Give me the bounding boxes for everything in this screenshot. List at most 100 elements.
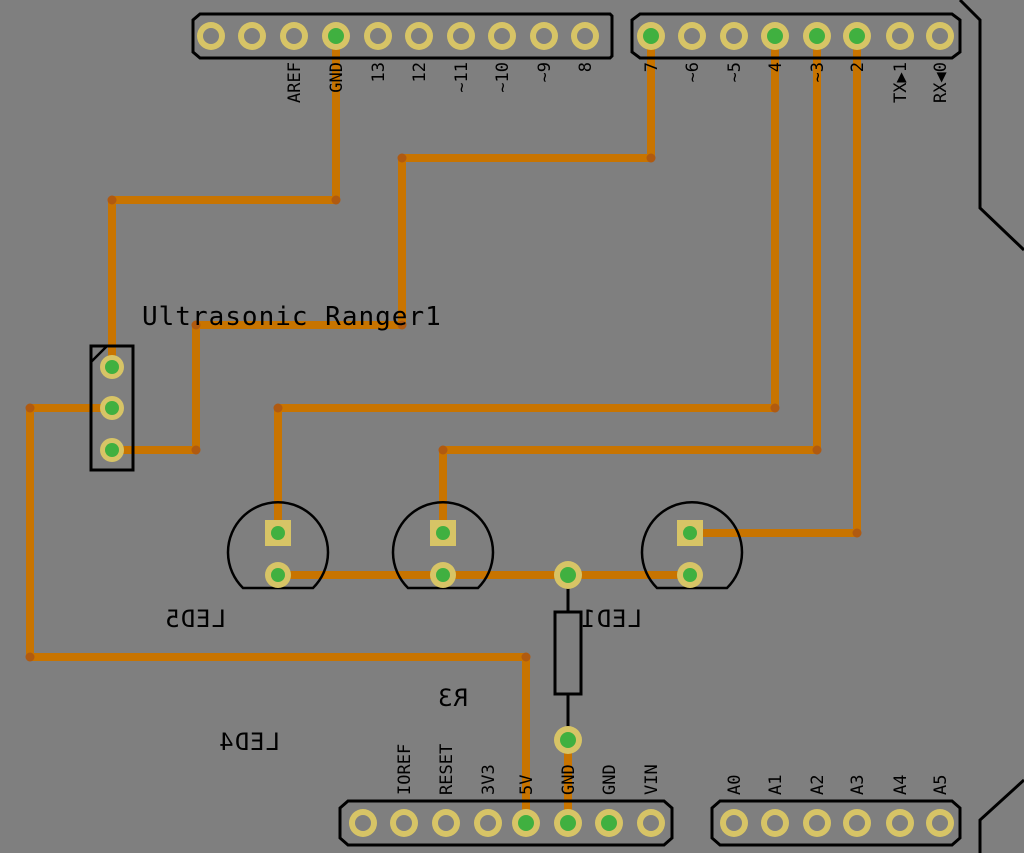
led-middle-outline xyxy=(391,501,495,590)
header-top-left-outline xyxy=(191,12,614,60)
header-bottom-power-labels: IOREF RESET 3V3 5V GND GND VIN xyxy=(395,744,662,795)
pin-label: 13 xyxy=(369,62,389,82)
led-left xyxy=(226,501,330,590)
header-bottom-analog-outline xyxy=(710,799,962,847)
header-pin xyxy=(571,22,599,50)
header-pin xyxy=(595,809,623,837)
pin-label: ~6 xyxy=(683,62,703,82)
pin-label: 2 xyxy=(848,62,868,72)
header-top-right-labels: 7 ~6 ~5 4 ~3 2 TX▶1 RX◀0 xyxy=(642,62,951,103)
pin-label: RX◀0 xyxy=(931,62,951,103)
ultrasonic-sensor xyxy=(89,344,135,472)
header-pin xyxy=(280,22,308,50)
header-pin xyxy=(432,809,460,837)
sensor-pad xyxy=(100,355,124,379)
header-top-left-pins xyxy=(197,22,599,50)
pin-label: 4 xyxy=(766,62,786,72)
pin-label: 5V xyxy=(517,775,537,795)
board-outline-lower xyxy=(978,778,1024,853)
board-title: Ultrasonic Ranger1 xyxy=(142,302,442,332)
header-pin xyxy=(447,22,475,50)
header-pin xyxy=(390,809,418,837)
header-pin xyxy=(843,22,871,50)
r3-label: R3 xyxy=(437,684,468,712)
pin-label: GND xyxy=(600,764,620,795)
header-pin xyxy=(761,22,789,50)
pin-label: ~3 xyxy=(808,62,828,82)
led-middle xyxy=(391,501,495,590)
pin-label: A5 xyxy=(931,775,951,795)
pin-label: ~9 xyxy=(535,62,555,82)
header-pin xyxy=(322,22,350,50)
resistor-pad-top xyxy=(554,561,582,589)
board-outline xyxy=(958,0,1024,252)
sensor-pad xyxy=(100,396,124,420)
pin-label: 7 xyxy=(642,62,662,72)
header-pin xyxy=(720,22,748,50)
header-pin xyxy=(886,22,914,50)
sensor-pin1-marker xyxy=(90,345,108,363)
resistor xyxy=(553,561,583,754)
header-pin xyxy=(637,809,665,837)
pin-label: 8 xyxy=(576,62,596,72)
header-bottom-analog xyxy=(710,799,962,847)
trace-gnd-sensor xyxy=(108,32,340,371)
header-pin xyxy=(926,22,954,50)
pin-label: A0 xyxy=(725,775,745,795)
pin-label: IOREF xyxy=(395,744,415,795)
header-pin xyxy=(530,22,558,50)
led-middle-cathode-pad xyxy=(430,562,456,588)
pin-label: RESET xyxy=(437,744,457,795)
header-bottom-power xyxy=(338,799,674,847)
header-top-left xyxy=(191,12,614,60)
led-right xyxy=(640,501,744,590)
header-bottom-power-outline xyxy=(338,799,674,847)
header-pin xyxy=(720,809,748,837)
led-left-outline xyxy=(226,501,330,590)
trace-d3-led4 xyxy=(439,32,821,537)
trace-bends xyxy=(25,153,862,662)
header-pin xyxy=(238,22,266,50)
trace-d7-sensor xyxy=(108,32,655,454)
header-pin xyxy=(637,22,665,50)
header-pin xyxy=(554,809,582,837)
header-top-right-outline xyxy=(630,12,962,60)
resistor-body xyxy=(553,610,583,696)
pin-label: A2 xyxy=(808,775,828,795)
header-pin xyxy=(843,809,871,837)
pin-label: A1 xyxy=(766,775,786,795)
led5-label: LED5 xyxy=(164,605,226,633)
header-pin xyxy=(405,22,433,50)
pin-label: ~5 xyxy=(725,62,745,82)
pin-label: TX▶1 xyxy=(891,62,911,103)
pin-label: GND xyxy=(559,764,579,795)
pin-label: VIN xyxy=(642,764,662,795)
led-middle-anode-hole xyxy=(436,526,450,540)
header-pin xyxy=(761,809,789,837)
led-right-cathode-pad xyxy=(677,562,703,588)
led1-label: LED1 xyxy=(580,605,642,633)
led4-label: LED4 xyxy=(218,728,280,756)
header-pin xyxy=(364,22,392,50)
header-pin xyxy=(488,22,516,50)
pin-label: A3 xyxy=(848,775,868,795)
pin-label: 3V3 xyxy=(479,764,499,795)
trace-d4-led5 xyxy=(274,32,779,537)
pin-label: ~10 xyxy=(493,62,513,93)
led-left-anode-hole xyxy=(271,526,285,540)
header-pin xyxy=(349,809,377,837)
header-top-right-pins xyxy=(637,22,954,50)
header-bottom-analog-pins xyxy=(720,809,954,837)
header-pin xyxy=(512,809,540,837)
led-right-anode-hole xyxy=(683,526,697,540)
header-pin xyxy=(474,809,502,837)
header-pin xyxy=(803,809,831,837)
header-pin xyxy=(678,22,706,50)
header-bottom-power-pins xyxy=(349,809,665,837)
resistor-pad-bottom xyxy=(554,726,582,754)
sensor-pad xyxy=(100,438,124,462)
pin-label: A4 xyxy=(891,775,911,795)
pin-label: GND xyxy=(327,62,347,93)
